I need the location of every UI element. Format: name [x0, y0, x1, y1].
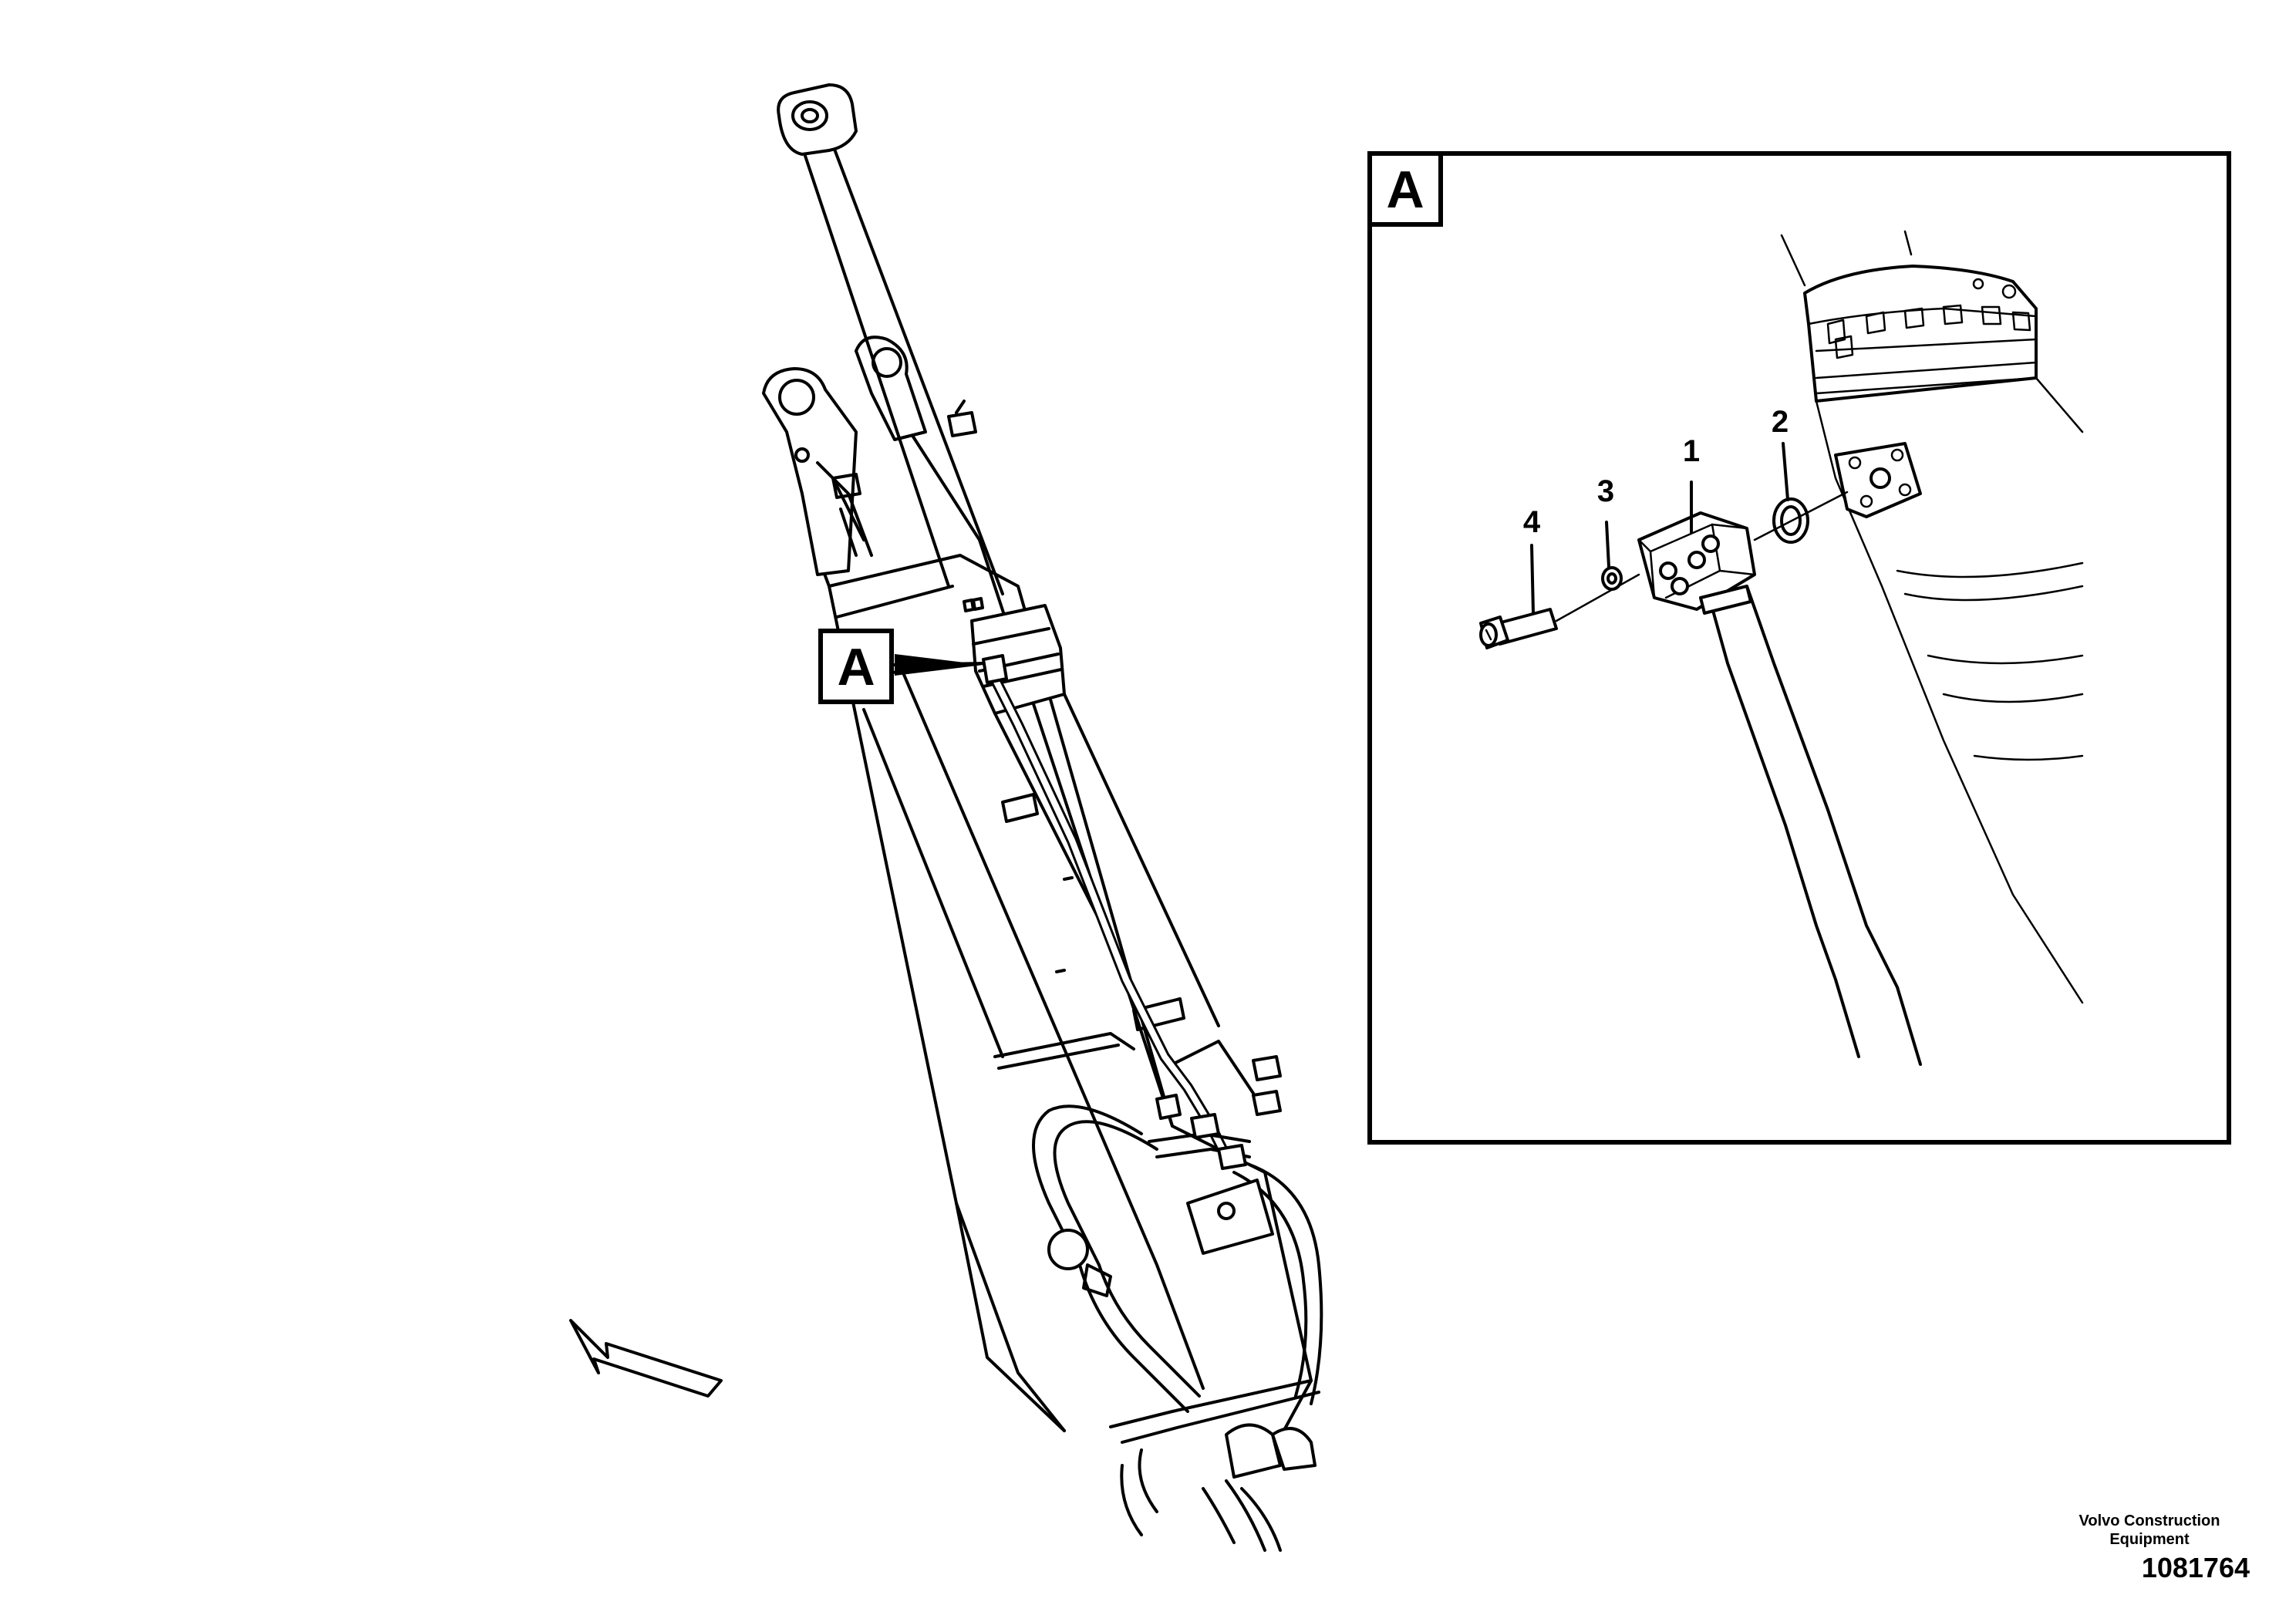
- boom-arm: [762, 336, 1313, 1467]
- part-1-flange: [1637, 511, 1756, 615]
- detail-tag-label: A: [837, 638, 875, 696]
- detail-hose: [1707, 585, 1922, 1066]
- callout-2: 2: [1772, 405, 1789, 439]
- detail-panel-tag-label: A: [1386, 160, 1424, 219]
- part-4-screw: [1479, 608, 1558, 649]
- detail-view-a: A: [1367, 151, 2231, 1145]
- callout-3: 3: [1597, 474, 1614, 508]
- detail-panel-frame: [1367, 151, 2231, 1145]
- assembly-axis-line-2: [1753, 491, 1849, 541]
- drawing-number: 1081764: [2141, 1552, 2250, 1583]
- hydraulic-cylinder: [777, 83, 1266, 1112]
- view-direction-arrow-icon: [569, 1319, 723, 1398]
- callout-1: 1: [1683, 434, 1700, 468]
- detail-leader-arrow: [895, 654, 983, 676]
- detail-tag-box: [818, 629, 894, 704]
- callout-leader-4: [1530, 544, 1535, 615]
- callout-4: 4: [1523, 505, 1541, 539]
- company-name: Volvo Construction Equipment: [2079, 1512, 2220, 1548]
- callout-leader-2: [1782, 442, 1789, 501]
- lower-hoses: [1032, 1055, 1323, 1552]
- hydraulic-pipe: [982, 654, 1228, 1155]
- part-3-washer-hole: [1607, 572, 1617, 585]
- callout-leader-3: [1605, 521, 1610, 568]
- part-2-o-ring-inner: [1780, 505, 1802, 536]
- detail-panel-tag-box: [1367, 151, 1443, 227]
- assembly-axis-line: [1555, 573, 1640, 622]
- cylinder-closeup: [1780, 230, 2084, 1004]
- boom-assembly-drawing: A: [569, 83, 1323, 1552]
